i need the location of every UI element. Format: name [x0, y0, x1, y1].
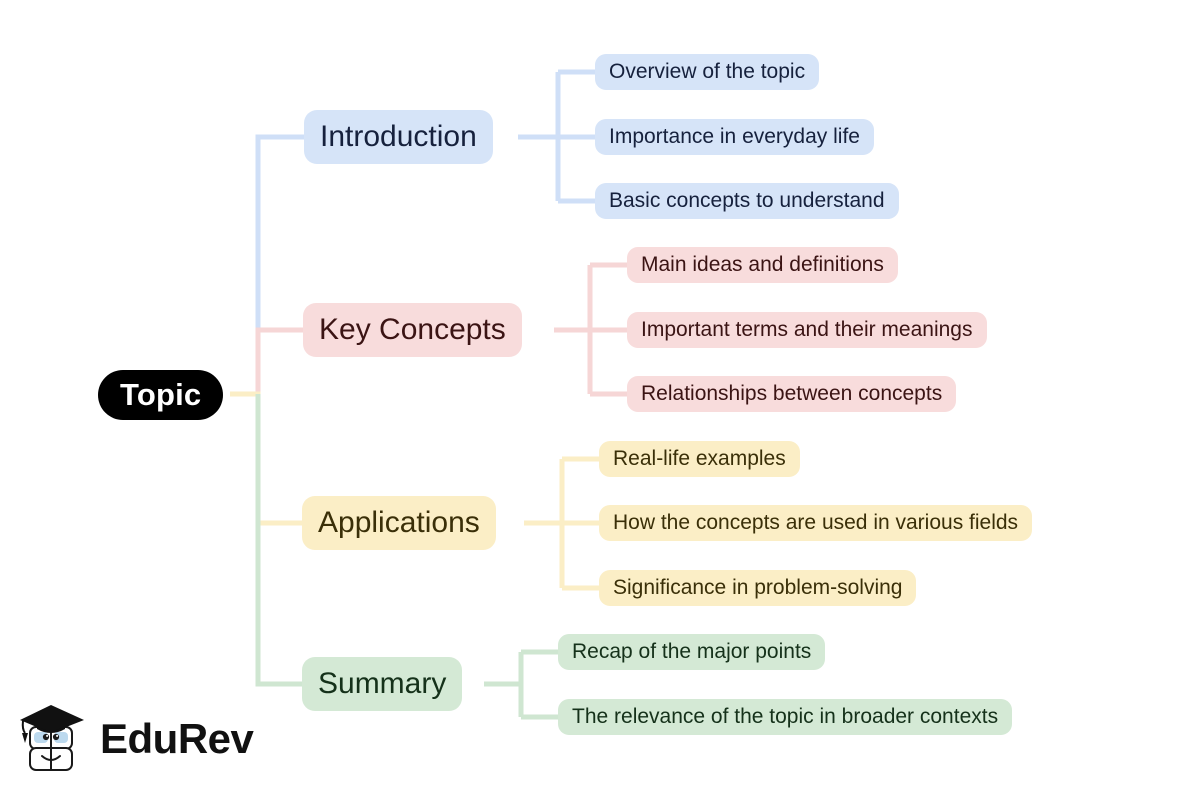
branch-node-label: Applications [318, 506, 480, 539]
branch-node-key-concepts[interactable]: Key Concepts [303, 303, 522, 357]
leaf-node-label: The relevance of the topic in broader co… [572, 705, 999, 728]
leaf-node-label: Important terms and their meanings [641, 318, 973, 341]
branch-node-introduction[interactable]: Introduction [304, 110, 493, 164]
branch-node-summary[interactable]: Summary [302, 657, 463, 711]
connector-root-applications [230, 391, 303, 526]
leaf-node-the-relevance-of-the-topic-in-broader-contexts[interactable]: The relevance of the topic in broader co… [558, 699, 1013, 735]
branch-node-applications[interactable]: Applications [302, 496, 496, 550]
edurev-wordmark: EduRev [100, 715, 254, 762]
leaf-node-real-life-examples[interactable]: Real-life examples [599, 441, 800, 477]
leaf-node-label: Importance in everyday life [609, 125, 860, 148]
leaf-node-label: Significance in problem-solving [613, 576, 903, 599]
connector-root-introduction [255, 134, 305, 394]
branch-node-label: Summary [318, 667, 447, 700]
leaf-node-how-the-concepts-are-used-in-various-fields[interactable]: How the concepts are used in various fie… [599, 505, 1033, 541]
leaf-node-important-terms-and-their-meanings[interactable]: Important terms and their meanings [627, 312, 987, 348]
leaf-node-significance-in-problem-solving[interactable]: Significance in problem-solving [599, 570, 917, 606]
leaf-node-importance-in-everyday-life[interactable]: Importance in everyday life [595, 119, 874, 155]
connector-root-summary [255, 394, 303, 687]
leaf-node-label: Relationships between concepts [641, 382, 943, 405]
leaf-node-label: Overview of the topic [609, 60, 806, 83]
root-node-label: Topic [120, 377, 202, 412]
leaf-node-label: Real-life examples [613, 447, 786, 470]
edurev-logo: EduRev [18, 698, 254, 780]
root-node-topic[interactable]: Topic [98, 370, 224, 420]
branch-node-label: Introduction [320, 120, 477, 153]
graduation-cap-book-mascot-icon [20, 705, 84, 771]
leaf-node-label: Main ideas and definitions [641, 253, 884, 276]
connector-root-key-concepts [255, 327, 304, 394]
leaf-node-label: Recap of the major points [572, 640, 812, 663]
leaf-node-overview-of-the-topic[interactable]: Overview of the topic [595, 54, 820, 90]
branch-node-label: Key Concepts [319, 313, 506, 346]
leaf-node-main-ideas-and-definitions[interactable]: Main ideas and definitions [627, 247, 898, 283]
leaf-node-recap-of-the-major-points[interactable]: Recap of the major points [558, 634, 826, 670]
leaf-node-label: Basic concepts to understand [609, 189, 885, 212]
leaf-node-basic-concepts-to-understand[interactable]: Basic concepts to understand [595, 183, 899, 219]
leaf-node-relationships-between-concepts[interactable]: Relationships between concepts [627, 376, 957, 412]
leaf-node-label: How the concepts are used in various fie… [613, 511, 1019, 534]
